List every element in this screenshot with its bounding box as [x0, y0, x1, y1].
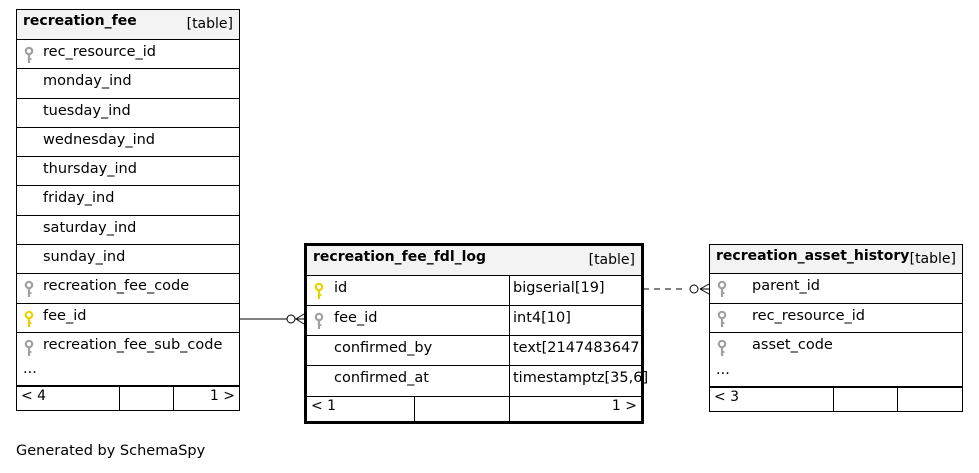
parents-count[interactable]: < 1 — [311, 398, 337, 414]
key-icon-foreign — [23, 46, 35, 64]
column-type: text[2147483647] — [513, 340, 646, 356]
column-row[interactable]: monday_ind — [17, 69, 239, 99]
table-header[interactable]: recreation_asset_history [table] — [710, 245, 962, 274]
children-count[interactable]: 1 > — [611, 398, 637, 414]
column-name: sunday_ind — [43, 249, 126, 266]
column-type: int4[10] — [513, 310, 571, 326]
column-row[interactable]: saturday_ind — [17, 216, 239, 246]
column-row[interactable]: thursday_ind — [17, 157, 239, 187]
key-icon-foreign — [313, 312, 325, 330]
column-type: bigserial[19] — [513, 280, 605, 296]
table-kind: [table] — [588, 252, 635, 268]
column-name: tuesday_ind — [43, 102, 131, 119]
column-row[interactable]: parent_id — [710, 274, 962, 304]
column-name: fee_id — [334, 310, 378, 326]
column-name: id — [334, 280, 348, 296]
column-row[interactable]: sunday_ind — [17, 245, 239, 275]
column-name: monday_ind — [43, 73, 132, 90]
table-footer: < 1 1 > — [307, 396, 641, 421]
relationship-fee-to-fdl-log — [240, 313, 305, 325]
column-row[interactable]: fee_id int4[10] — [307, 306, 641, 336]
column-name: recreation_fee_code — [43, 278, 190, 295]
column-name: recreation_fee_sub_code — [43, 336, 223, 353]
key-icon-foreign — [716, 280, 728, 298]
column-row[interactable]: rec_resource_id — [17, 40, 239, 70]
parents-count[interactable]: < 3 — [714, 389, 740, 406]
column-row[interactable]: tuesday_ind — [17, 99, 239, 128]
column-row[interactable]: wednesday_ind — [17, 128, 239, 158]
column-name: friday_ind — [43, 190, 115, 207]
column-row[interactable]: friday_ind — [17, 186, 239, 216]
children-count[interactable]: 1 > — [209, 388, 235, 405]
table-footer: < 3 — [710, 387, 962, 412]
table-kind: [table] — [909, 251, 956, 267]
column-name: asset_code — [752, 337, 833, 354]
more-columns-row: ... — [17, 361, 239, 387]
column-name: thursday_ind — [43, 161, 137, 178]
table-name: recreation_fee — [23, 13, 137, 29]
key-icon-primary — [313, 282, 325, 300]
column-name: saturday_ind — [43, 219, 137, 236]
generated-by-footer: Generated by SchemaSpy — [16, 443, 206, 459]
more-columns-row: ... — [710, 362, 962, 388]
parents-count[interactable]: < 4 — [21, 388, 47, 405]
column-name: rec_resource_id — [43, 44, 156, 60]
key-icon-foreign — [716, 339, 728, 357]
table-footer: < 4 1 > — [17, 386, 239, 411]
key-icon-foreign — [23, 280, 35, 298]
column-row[interactable]: id bigserial[19] — [307, 276, 641, 306]
column-row[interactable]: rec_resource_id — [710, 304, 962, 334]
table-name: recreation_fee_fdl_log — [313, 249, 487, 265]
column-name: parent_id — [752, 278, 821, 294]
key-icon-foreign — [23, 339, 35, 357]
column-row[interactable]: recreation_fee_code — [17, 274, 239, 304]
column-name: confirmed_by — [334, 340, 433, 356]
key-icon-foreign — [716, 310, 728, 328]
more-columns: ... — [716, 362, 730, 379]
column-row[interactable]: fee_id — [17, 304, 239, 333]
key-icon-primary — [23, 310, 35, 328]
column-name: wednesday_ind — [43, 131, 155, 148]
column-row[interactable]: asset_code — [710, 333, 962, 363]
table-name: recreation_asset_history — [716, 248, 910, 264]
table-header[interactable]: recreation_fee [table] — [17, 10, 239, 40]
column-name: rec_resource_id — [752, 307, 865, 324]
column-row[interactable]: recreation_fee_sub_code — [17, 333, 239, 362]
column-name: fee_id — [43, 307, 87, 324]
table-recreation-asset-history[interactable]: recreation_asset_history [table] parent_… — [709, 244, 963, 413]
column-row[interactable]: confirmed_by text[2147483647] — [307, 336, 645, 366]
table-header[interactable]: recreation_fee_fdl_log [table] — [307, 246, 641, 276]
column-name: confirmed_at — [334, 370, 429, 386]
table-kind: [table] — [186, 16, 233, 32]
more-columns: ... — [23, 361, 37, 378]
column-type: timestamptz[35,6] — [513, 370, 649, 386]
table-recreation-fee-fdl-log[interactable]: recreation_fee_fdl_log [table] id bigseri… — [304, 243, 648, 424]
column-row[interactable]: confirmed_at timestamptz[35,6] — [307, 366, 648, 396]
relationship-fdl-log-to-asset-history — [643, 283, 710, 295]
